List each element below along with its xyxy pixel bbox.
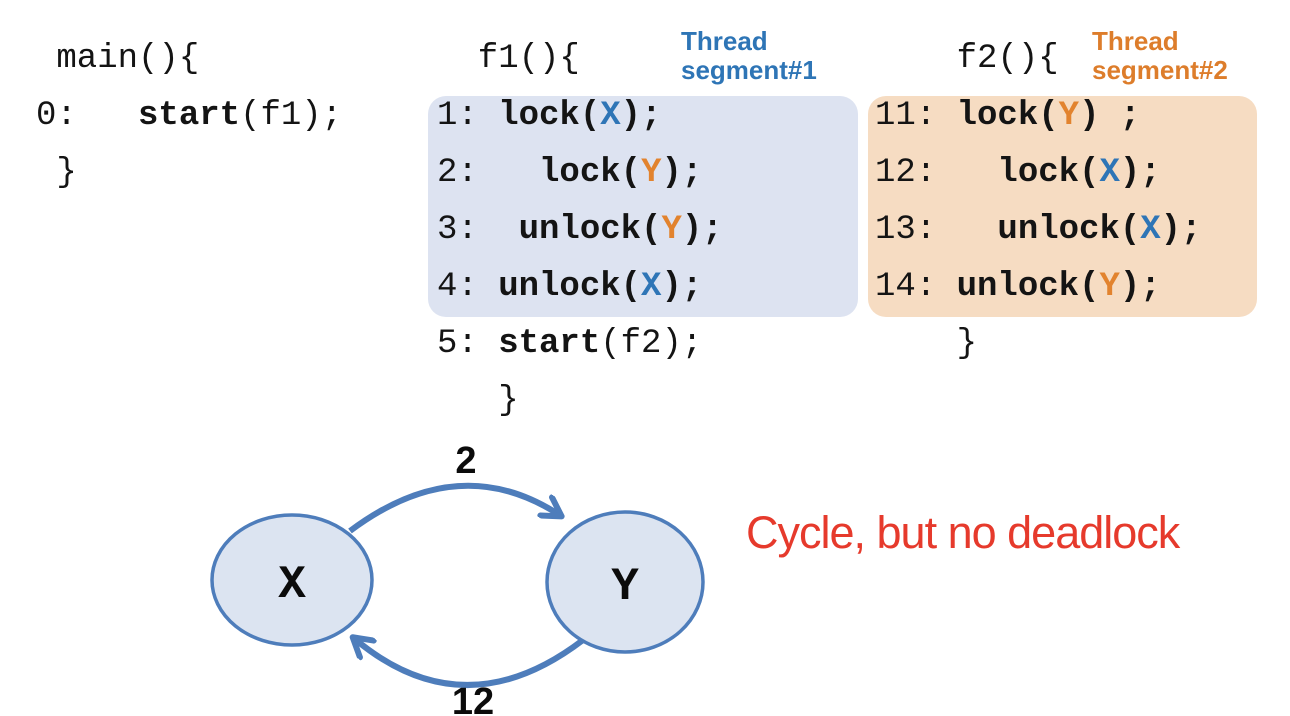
code-segment: } bbox=[437, 382, 519, 420]
code-segment: ); bbox=[661, 154, 703, 192]
code-segment: f1(){ bbox=[437, 40, 580, 78]
code-segment: unlock( bbox=[518, 211, 662, 249]
code-segment: 0: bbox=[36, 97, 139, 135]
code-segment: ); bbox=[681, 211, 723, 249]
code-segment: ); bbox=[1119, 268, 1161, 306]
code-line: } bbox=[437, 373, 723, 430]
node-x-circle bbox=[210, 513, 374, 647]
code-line: 5: start(f2); bbox=[437, 316, 723, 373]
thread2-label-line1: Thread bbox=[1092, 26, 1179, 56]
code-segment: (f2); bbox=[600, 325, 703, 363]
code-column-main: main(){ 0: start(f1); } bbox=[36, 31, 342, 202]
code-segment: lock( bbox=[956, 97, 1059, 135]
code-segment: f2(){ bbox=[875, 40, 1059, 78]
code-segment: ); bbox=[1119, 154, 1161, 192]
code-line: 1: lock(X); bbox=[437, 88, 723, 145]
thread1-label: Thread segment#1 bbox=[681, 27, 817, 85]
code-segment: ); bbox=[1160, 211, 1202, 249]
code-segment: ) ; bbox=[1079, 97, 1141, 135]
code-line: f1(){ bbox=[437, 31, 723, 88]
code-line: 2: lock(Y); bbox=[437, 145, 723, 202]
code-segment: X bbox=[1140, 211, 1161, 249]
node-y-circle bbox=[545, 510, 705, 654]
code-segment: 5: bbox=[437, 325, 499, 363]
code-line: main(){ bbox=[36, 31, 342, 88]
code-segment: unlock( bbox=[956, 268, 1100, 306]
code-line: 13: unlock(X); bbox=[875, 202, 1201, 259]
thread2-label-line2: segment#2 bbox=[1092, 55, 1228, 85]
code-segment: X bbox=[641, 268, 662, 306]
code-line: } bbox=[36, 145, 342, 202]
code-segment: start bbox=[498, 325, 601, 363]
edge-y-to-x bbox=[356, 640, 585, 688]
cycle-note: Cycle, but no deadlock bbox=[746, 507, 1180, 558]
code-segment: (f1); bbox=[240, 97, 343, 135]
code-column-f2: f2(){11: lock(Y) ;12: lock(X);13: unlock… bbox=[875, 31, 1201, 373]
code-segment: lock( bbox=[997, 154, 1100, 192]
edge-x-to-y bbox=[348, 482, 558, 534]
thread2-label: Thread segment#2 bbox=[1092, 27, 1228, 85]
thread1-highlight-box bbox=[428, 96, 858, 317]
code-line: 11: lock(Y) ; bbox=[875, 88, 1201, 145]
code-segment: X bbox=[1099, 154, 1120, 192]
code-line: 0: start(f1); bbox=[36, 88, 342, 145]
code-segment: unlock( bbox=[997, 211, 1141, 249]
thread1-label-line2: segment#1 bbox=[681, 55, 817, 85]
code-segment: Y bbox=[1058, 97, 1080, 135]
code-line: 3: unlock(Y); bbox=[437, 202, 723, 259]
code-line: } bbox=[875, 316, 1201, 373]
code-line: f2(){ bbox=[875, 31, 1201, 88]
code-segment: 4: bbox=[437, 268, 499, 306]
code-segment: 14: bbox=[875, 268, 957, 306]
code-segment: lock( bbox=[539, 154, 642, 192]
code-segment: 13: bbox=[875, 211, 998, 249]
code-segment: 1: bbox=[437, 97, 499, 135]
code-column-f1: f1(){1: lock(X);2: lock(Y);3: unlock(Y);… bbox=[437, 31, 723, 430]
edge-bottom-label: 12 bbox=[452, 681, 494, 716]
code-segment: 2: bbox=[437, 154, 540, 192]
node-y-label: Y bbox=[611, 561, 639, 613]
code-segment: 11: bbox=[875, 97, 957, 135]
thread2-highlight-box bbox=[868, 96, 1257, 317]
code-segment: main(){ bbox=[36, 40, 200, 78]
node-x-label: X bbox=[278, 559, 306, 611]
code-segment: start bbox=[138, 97, 241, 135]
code-segment: X bbox=[600, 97, 621, 135]
code-segment: unlock( bbox=[498, 268, 642, 306]
code-segment: Y bbox=[641, 154, 662, 192]
code-segment: 12: bbox=[875, 154, 998, 192]
code-line: 12: lock(X); bbox=[875, 145, 1201, 202]
edge-top-label: 2 bbox=[455, 440, 476, 482]
code-segment: ); bbox=[620, 97, 662, 135]
code-segment: } bbox=[36, 154, 77, 192]
code-segment: Y bbox=[1099, 268, 1120, 306]
code-line: 4: unlock(X); bbox=[437, 259, 723, 316]
code-segment: ); bbox=[661, 268, 703, 306]
code-segment: Y bbox=[661, 211, 682, 249]
code-segment: lock( bbox=[498, 97, 601, 135]
code-line: 14: unlock(Y); bbox=[875, 259, 1201, 316]
code-segment: 3: bbox=[437, 211, 519, 249]
code-segment: } bbox=[875, 325, 978, 363]
thread1-label-line1: Thread bbox=[681, 26, 768, 56]
